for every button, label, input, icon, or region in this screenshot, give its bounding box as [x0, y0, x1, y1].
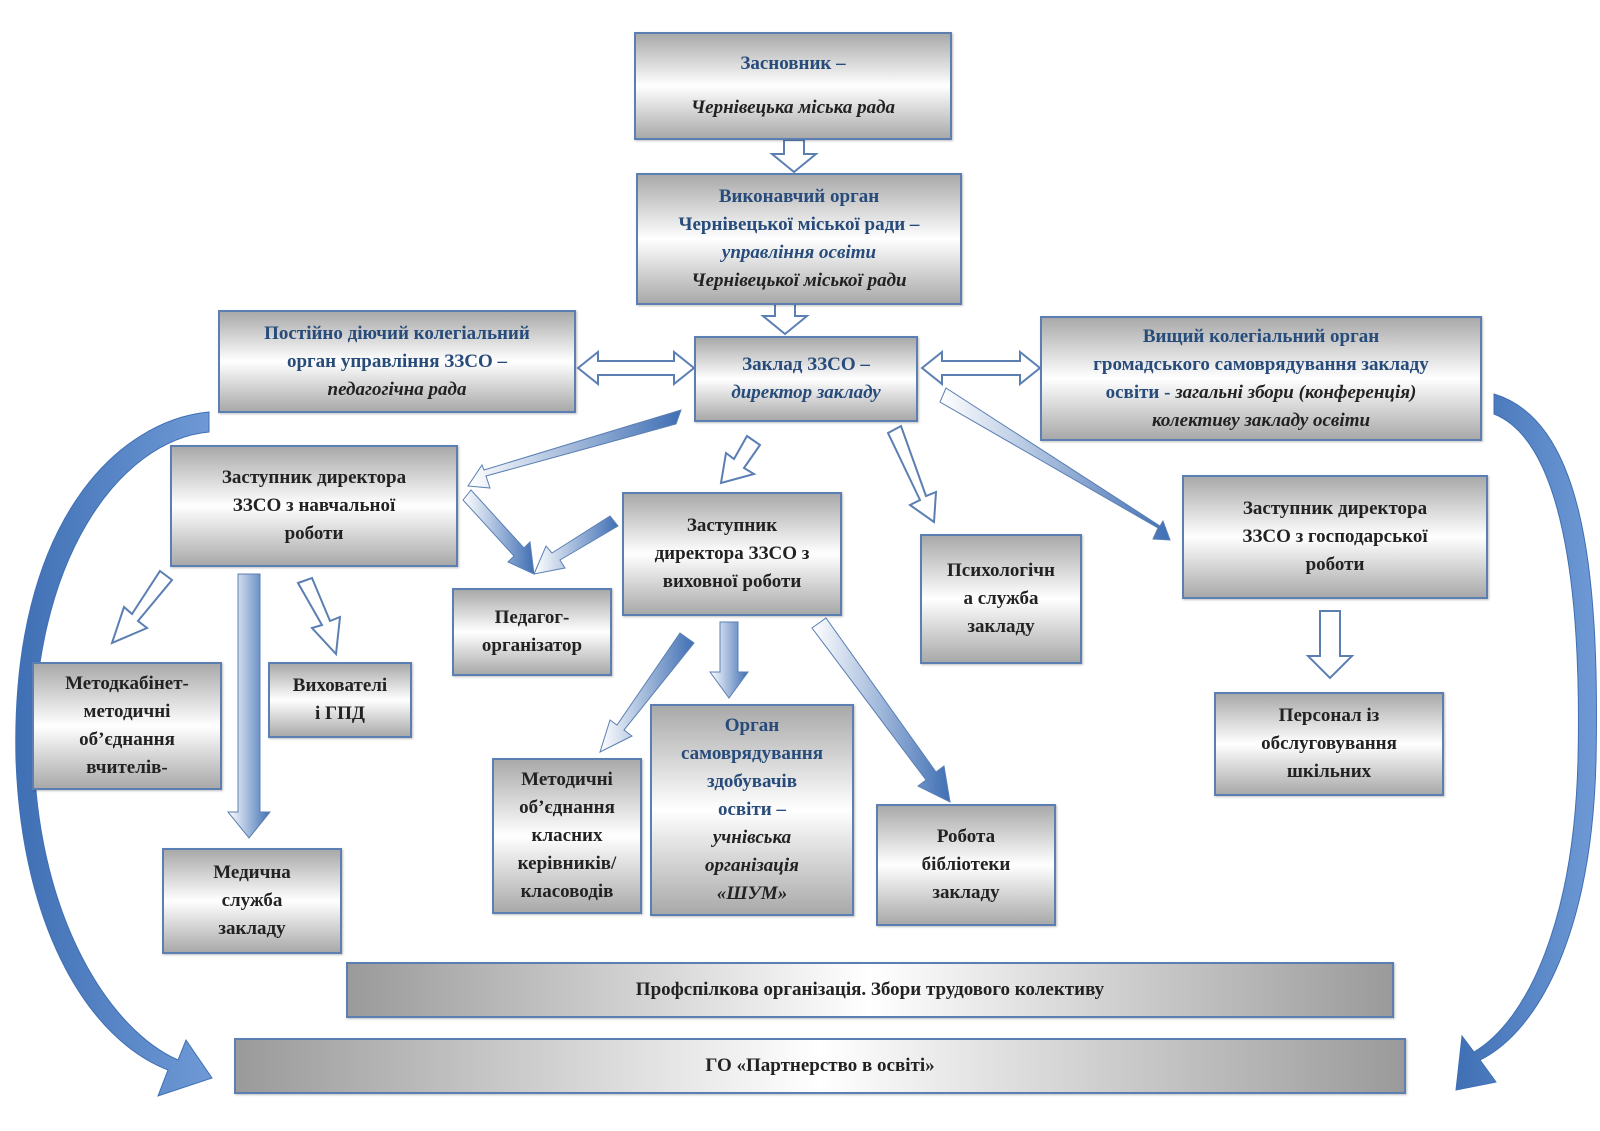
union-bar: Профспілкова організація. Збори трудовог… [346, 962, 1394, 1018]
method-class-line5: класоводів [520, 881, 614, 902]
psych-line3: закладу [967, 616, 1035, 637]
exec-body-line2: Чернівецької міської ради – [678, 214, 920, 235]
method-cabinet-line2: методичні [83, 701, 171, 722]
ped-council-line3: педагогічна рада [327, 378, 467, 400]
union-label: Профспілкова організація. Збори трудовог… [635, 979, 1105, 1000]
arrow-director-to-deputy-edu [467, 409, 682, 489]
ngo-label: ГО «Партнерство в освіті» [705, 1055, 935, 1076]
ngo-bar: ГО «Партнерство в освіті» [234, 1038, 1406, 1094]
deputy-econ-line2: ЗЗСО з господарської [1242, 526, 1428, 547]
arrow-deputy-up-to-ped-organizer [533, 515, 619, 575]
gpd-line2: і ГПД [315, 703, 365, 724]
general-assembly-box: Вищий колегіальний орган громадського са… [1040, 316, 1482, 441]
director-line1: Заклад ЗЗСО – [742, 354, 870, 375]
psych-service-box: Психологічн а служба закладу [920, 534, 1082, 664]
hollow-arrow-to-service-staff [1305, 610, 1355, 680]
student-gov-line3: здобувачів [707, 771, 797, 792]
service-staff-line3: шкільних [1286, 761, 1372, 782]
psych-line1: Психологічн [947, 560, 1055, 581]
founder-box: Засновник – Чернівецька міська рада [634, 32, 952, 140]
deputy-up-line2: директора ЗЗСО з [654, 543, 810, 564]
method-cabinet-line1: Методкабінет- [65, 673, 189, 694]
arrow-deputy-up-to-library [811, 617, 951, 803]
founder-title: Засновник – [740, 53, 846, 74]
medical-line2: служба [221, 890, 283, 911]
student-gov-line2: самоврядування [680, 743, 824, 764]
library-line1: Робота [936, 826, 996, 847]
library-line2: бібліотеки [921, 854, 1011, 875]
student-gov-line5: учнівська [712, 827, 792, 848]
method-cabinet-box: Методкабінет- методичні об’єднання вчите… [32, 662, 222, 790]
arrow-deputy-up-to-method-class [599, 632, 695, 753]
deputy-upbringing-box: Заступник директора ЗЗСО з виховної робо… [622, 492, 842, 616]
hollow-arrow-to-gpd [296, 576, 342, 657]
ped-council-line1: Постійно діючий колегіальний [264, 322, 530, 344]
assembly-line3b: загальні збори (конференція) [1175, 381, 1417, 403]
deputy-econ-line1: Заступник директора [1242, 498, 1428, 519]
exec-body-box: Виконавчий орган Чернівецької міської ра… [636, 173, 962, 305]
medical-box: Медична служба закладу [162, 848, 342, 954]
director-box: Заклад ЗЗСО – директор закладу [694, 336, 918, 422]
ped-council-line2: орган управління ЗЗСО – [286, 350, 508, 372]
method-class-line4: керівників/ [517, 853, 617, 874]
method-class-box: Методичні об’єднання класних керівників/… [492, 758, 642, 914]
exec-body-line4: Чернівецької міської ради [691, 270, 907, 291]
hollow-double-arrow-director-assembly [920, 349, 1042, 387]
student-gov-line4: освіти – [717, 799, 786, 820]
library-line3: закладу [932, 882, 1000, 903]
hollow-double-arrow-pedcouncil-director [576, 349, 696, 387]
student-gov-line7: «ШУМ» [716, 883, 788, 904]
hollow-arrow-founder-to-exec [769, 139, 819, 174]
curved-arrow-right [1455, 393, 1597, 1091]
arrow-deputy-edu-to-medical [226, 573, 272, 839]
service-staff-line1: Персонал із [1278, 705, 1380, 726]
hollow-arrow-to-deputy-upbringing [719, 434, 762, 485]
medical-line3: закладу [218, 918, 286, 939]
assembly-line3a: освіти - [1105, 381, 1176, 403]
service-staff-line2: обслуговування [1261, 733, 1397, 754]
ped-organizer-line1: Педагог- [494, 607, 570, 628]
method-class-line3: класних [531, 825, 603, 846]
exec-body-line1: Виконавчий орган [718, 186, 880, 207]
ped-organizer-line2: організатор [481, 635, 583, 656]
library-box: Робота бібліотеки закладу [876, 804, 1056, 926]
student-gov-box: Орган самоврядування здобувачів освіти –… [650, 704, 854, 916]
deputy-edu-line2: ЗЗСО з навчальної [232, 495, 396, 516]
deputy-econ-line3: роботи [1305, 554, 1365, 575]
arrow-director-to-deputy-econ [939, 387, 1171, 541]
deputy-edu-line1: Заступник директора [221, 467, 407, 488]
method-cabinet-line4: вчителів- [86, 757, 168, 778]
gpd-line1: Вихователі [292, 675, 388, 696]
method-class-line1: Методичні [521, 769, 613, 790]
gpd-educators-box: Вихователі і ГПД [268, 662, 412, 738]
method-class-line2: об’єднання [519, 797, 615, 818]
method-cabinet-line3: об’єднання [79, 729, 175, 750]
assembly-line3: освіти - загальні збори (конференція) [1106, 379, 1417, 407]
exec-body-line3: управління освіти [721, 242, 877, 263]
hollow-arrow-exec-to-director [760, 301, 810, 336]
deputy-up-line1: Заступник [686, 515, 778, 536]
student-gov-line6: організація [705, 855, 799, 876]
deputy-edu-line3: роботи [284, 523, 344, 544]
curved-arrow-left [15, 411, 213, 1097]
ped-organizer-box: Педагог- організатор [452, 588, 612, 676]
assembly-line1: Вищий колегіальний орган [1142, 325, 1380, 347]
psych-line2: а служба [963, 588, 1039, 609]
deputy-edu-box: Заступник директора ЗЗСО з навчальної ро… [170, 445, 458, 567]
ped-council-box: Постійно діючий колегіальний орган управ… [218, 310, 576, 413]
hollow-arrow-to-method-cabinet [110, 569, 174, 645]
student-gov-line1: Орган [724, 715, 780, 736]
arrow-deputy-up-to-student-gov [709, 621, 749, 699]
arrow-deputy-edu-to-ped-organizer [462, 489, 535, 575]
hollow-arrow-to-psych [886, 424, 938, 524]
medical-line1: Медична [213, 862, 291, 883]
deputy-econ-box: Заступник директора ЗЗСО з господарської… [1182, 475, 1488, 599]
assembly-line4: колективу закладу освіти [1151, 409, 1371, 431]
director-line2: директор закладу [731, 382, 881, 403]
founder-name: Чернівецька міська рада [690, 97, 896, 118]
assembly-line2: громадського самоврядування закладу [1093, 353, 1429, 375]
service-staff-box: Персонал із обслуговування шкільних [1214, 692, 1444, 796]
deputy-up-line3: виховної роботи [662, 571, 802, 592]
